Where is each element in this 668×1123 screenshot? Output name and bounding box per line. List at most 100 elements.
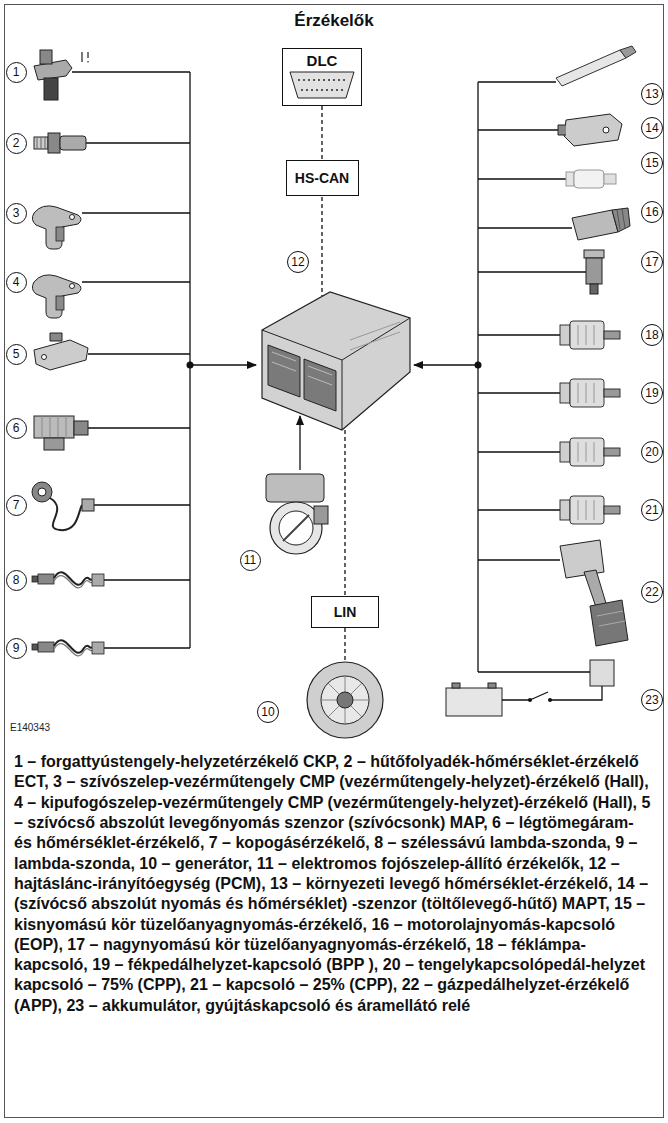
fuel-pressure-sensor	[604, 174, 616, 184]
callout-number: 7	[13, 499, 20, 511]
battery-relay	[548, 698, 552, 702]
pcm-module	[262, 318, 410, 430]
switch	[560, 379, 620, 407]
dlc-connector	[290, 72, 354, 98]
callout-circle: 6	[6, 418, 27, 439]
crankshaft-sensor	[34, 50, 88, 100]
oil-pressure-switch	[572, 210, 618, 240]
high-pressure-sensor	[584, 250, 604, 294]
switch	[560, 321, 620, 349]
callout-number: 3	[13, 207, 20, 219]
callout-circle: 22	[641, 581, 663, 603]
diagram-title: Érzékelők	[0, 11, 668, 31]
callout-number: 1	[13, 66, 20, 78]
callout-circle: 5	[6, 344, 27, 365]
network-link	[321, 106, 322, 160]
knock-sensor	[50, 498, 82, 530]
maf-sensor	[42, 416, 66, 438]
callout-circle: 19	[641, 382, 663, 404]
callout-number: 14	[645, 122, 658, 134]
battery-relay	[446, 660, 614, 716]
accelerator-pedal	[560, 540, 604, 578]
switch	[560, 438, 620, 466]
callout-circle: 17	[641, 251, 663, 273]
callout-number: 10	[261, 706, 274, 718]
crankshaft-sensor	[82, 52, 88, 63]
callout-circle: 3	[6, 203, 27, 224]
left-wiring	[190, 364, 256, 365]
coolant-sensor	[34, 133, 86, 153]
figure-frame	[5, 5, 664, 1118]
knock-sensor	[82, 499, 94, 511]
map-sensor	[34, 333, 88, 370]
callout-circle: 13	[641, 83, 663, 105]
right-wiring	[477, 82, 478, 672]
maf-sensor	[74, 421, 88, 435]
callout-circle: 9	[6, 638, 27, 659]
oil-pressure-switch	[612, 208, 630, 232]
callout-circle: 11	[240, 550, 261, 571]
battery-relay	[452, 683, 460, 688]
knock-sensor	[32, 482, 52, 502]
throttle-body	[314, 506, 328, 524]
caption-text: 1 – forgattyústengely-helyzetérzékelő CK…	[14, 752, 654, 1016]
callout-number: 21	[645, 504, 658, 516]
callout-number: 9	[13, 642, 20, 654]
pcm-module	[272, 352, 332, 385]
callout-number: 19	[645, 387, 658, 399]
fuel-pressure-sensor	[566, 172, 574, 186]
switch	[560, 496, 620, 524]
throttle-body	[283, 515, 309, 541]
generator	[307, 662, 383, 738]
box-label: DLC	[307, 52, 338, 69]
lambda-probe	[32, 572, 104, 588]
callout-circle: 2	[6, 133, 27, 154]
callout-number: 5	[13, 348, 20, 360]
callout-number: 16	[645, 206, 658, 218]
dlc-connector	[290, 72, 354, 98]
network-line	[321, 197, 322, 296]
left-wiring	[187, 362, 194, 369]
bus-box: HS-CAN	[286, 160, 359, 196]
high-pressure-sensor	[586, 258, 602, 284]
callout-circle: 20	[641, 441, 663, 463]
mapt-sensor	[558, 114, 622, 146]
callout-number: 18	[645, 329, 658, 341]
callout-circle: 14	[641, 117, 663, 139]
pcm-module	[350, 322, 400, 350]
accelerator-pedal	[560, 540, 628, 646]
generator	[307, 662, 383, 738]
network-line	[344, 430, 345, 596]
bus-box: LIN	[311, 596, 379, 628]
callout-number: 6	[13, 422, 20, 434]
oil-pressure-switch	[617, 209, 625, 229]
left-wiring	[72, 72, 256, 648]
throttle-body	[266, 474, 324, 502]
coolant-sensor	[37, 137, 45, 149]
right-wiring	[478, 82, 590, 672]
callout-circle: 10	[257, 701, 279, 723]
crankshaft-sensor	[44, 78, 58, 100]
maf-sensor	[44, 438, 64, 450]
right-wiring	[414, 364, 478, 365]
box-label: LIN	[334, 604, 357, 620]
battery-relay	[488, 683, 496, 688]
ambient-temperature-sensor	[620, 46, 636, 58]
callout-circle: 12	[287, 251, 309, 273]
knock-sensor	[32, 482, 94, 530]
left-wiring	[189, 72, 190, 648]
throttle-arrow	[299, 416, 300, 470]
generator	[337, 692, 353, 708]
callout-number: 23	[645, 694, 658, 706]
fuel-pressure-sensor	[574, 170, 604, 188]
maf-sensor	[34, 416, 88, 450]
callout-circle: 16	[641, 201, 663, 223]
coolant-sensor	[60, 136, 86, 150]
callout-number: 11	[244, 554, 256, 566]
right-wiring	[475, 362, 482, 369]
battery-relay	[446, 688, 502, 716]
box-label: HS-CAN	[295, 170, 349, 186]
bus-box: DLC	[282, 48, 362, 106]
camshaft-sensor	[32, 275, 81, 318]
crankshaft-sensor	[40, 50, 52, 64]
